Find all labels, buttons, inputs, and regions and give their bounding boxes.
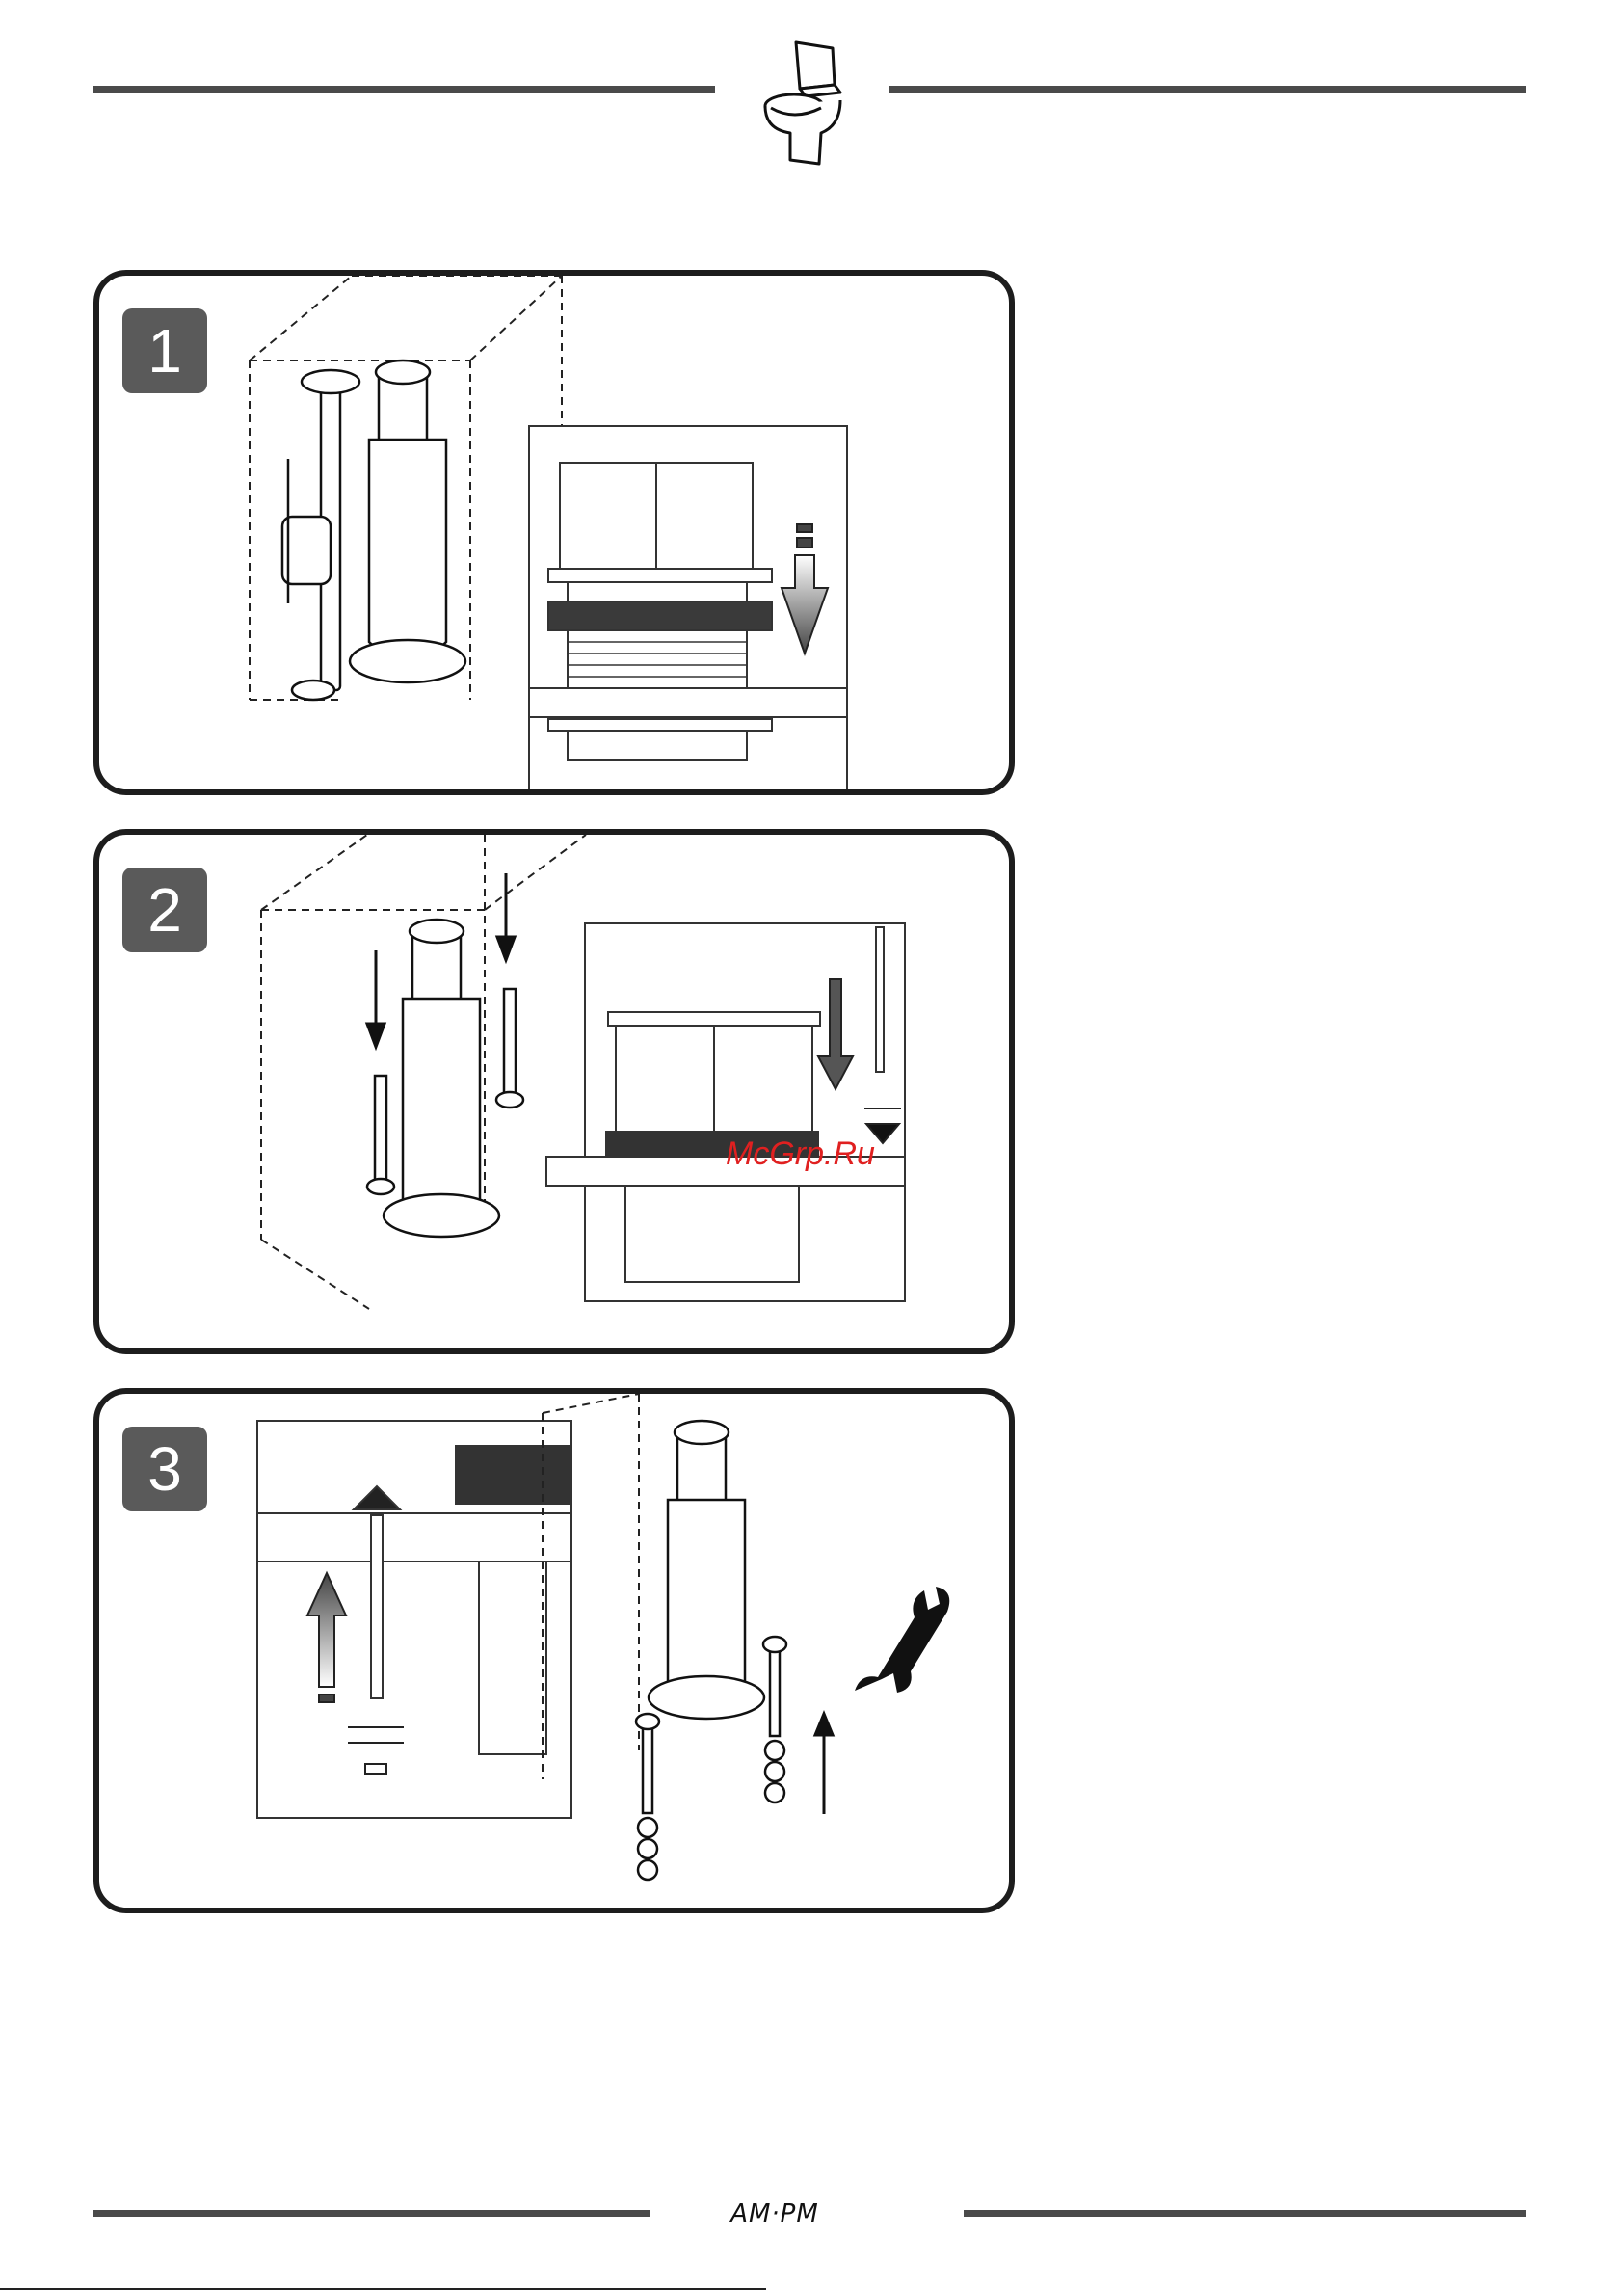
brand-logo: AM·PM <box>717 2200 833 2229</box>
step-2-panel: 2 <box>93 829 1015 1354</box>
step-2-illustration <box>99 835 1009 1348</box>
footer-rule-right <box>964 2210 1526 2217</box>
wrench-icon <box>855 1587 949 1693</box>
footer-rule-left <box>93 2210 650 2217</box>
toilet-icon <box>757 37 850 172</box>
step-3-panel: 3 <box>93 1388 1015 1913</box>
watermark-text: McGrp.Ru <box>726 1135 875 1173</box>
step-1-illustration <box>99 276 1009 789</box>
step-3-illustration <box>99 1394 1009 1908</box>
step-1-panel: 1 <box>93 270 1015 795</box>
bottom-divider <box>0 2288 766 2290</box>
header-rule-left <box>93 86 715 93</box>
header-rule-right <box>889 86 1526 93</box>
